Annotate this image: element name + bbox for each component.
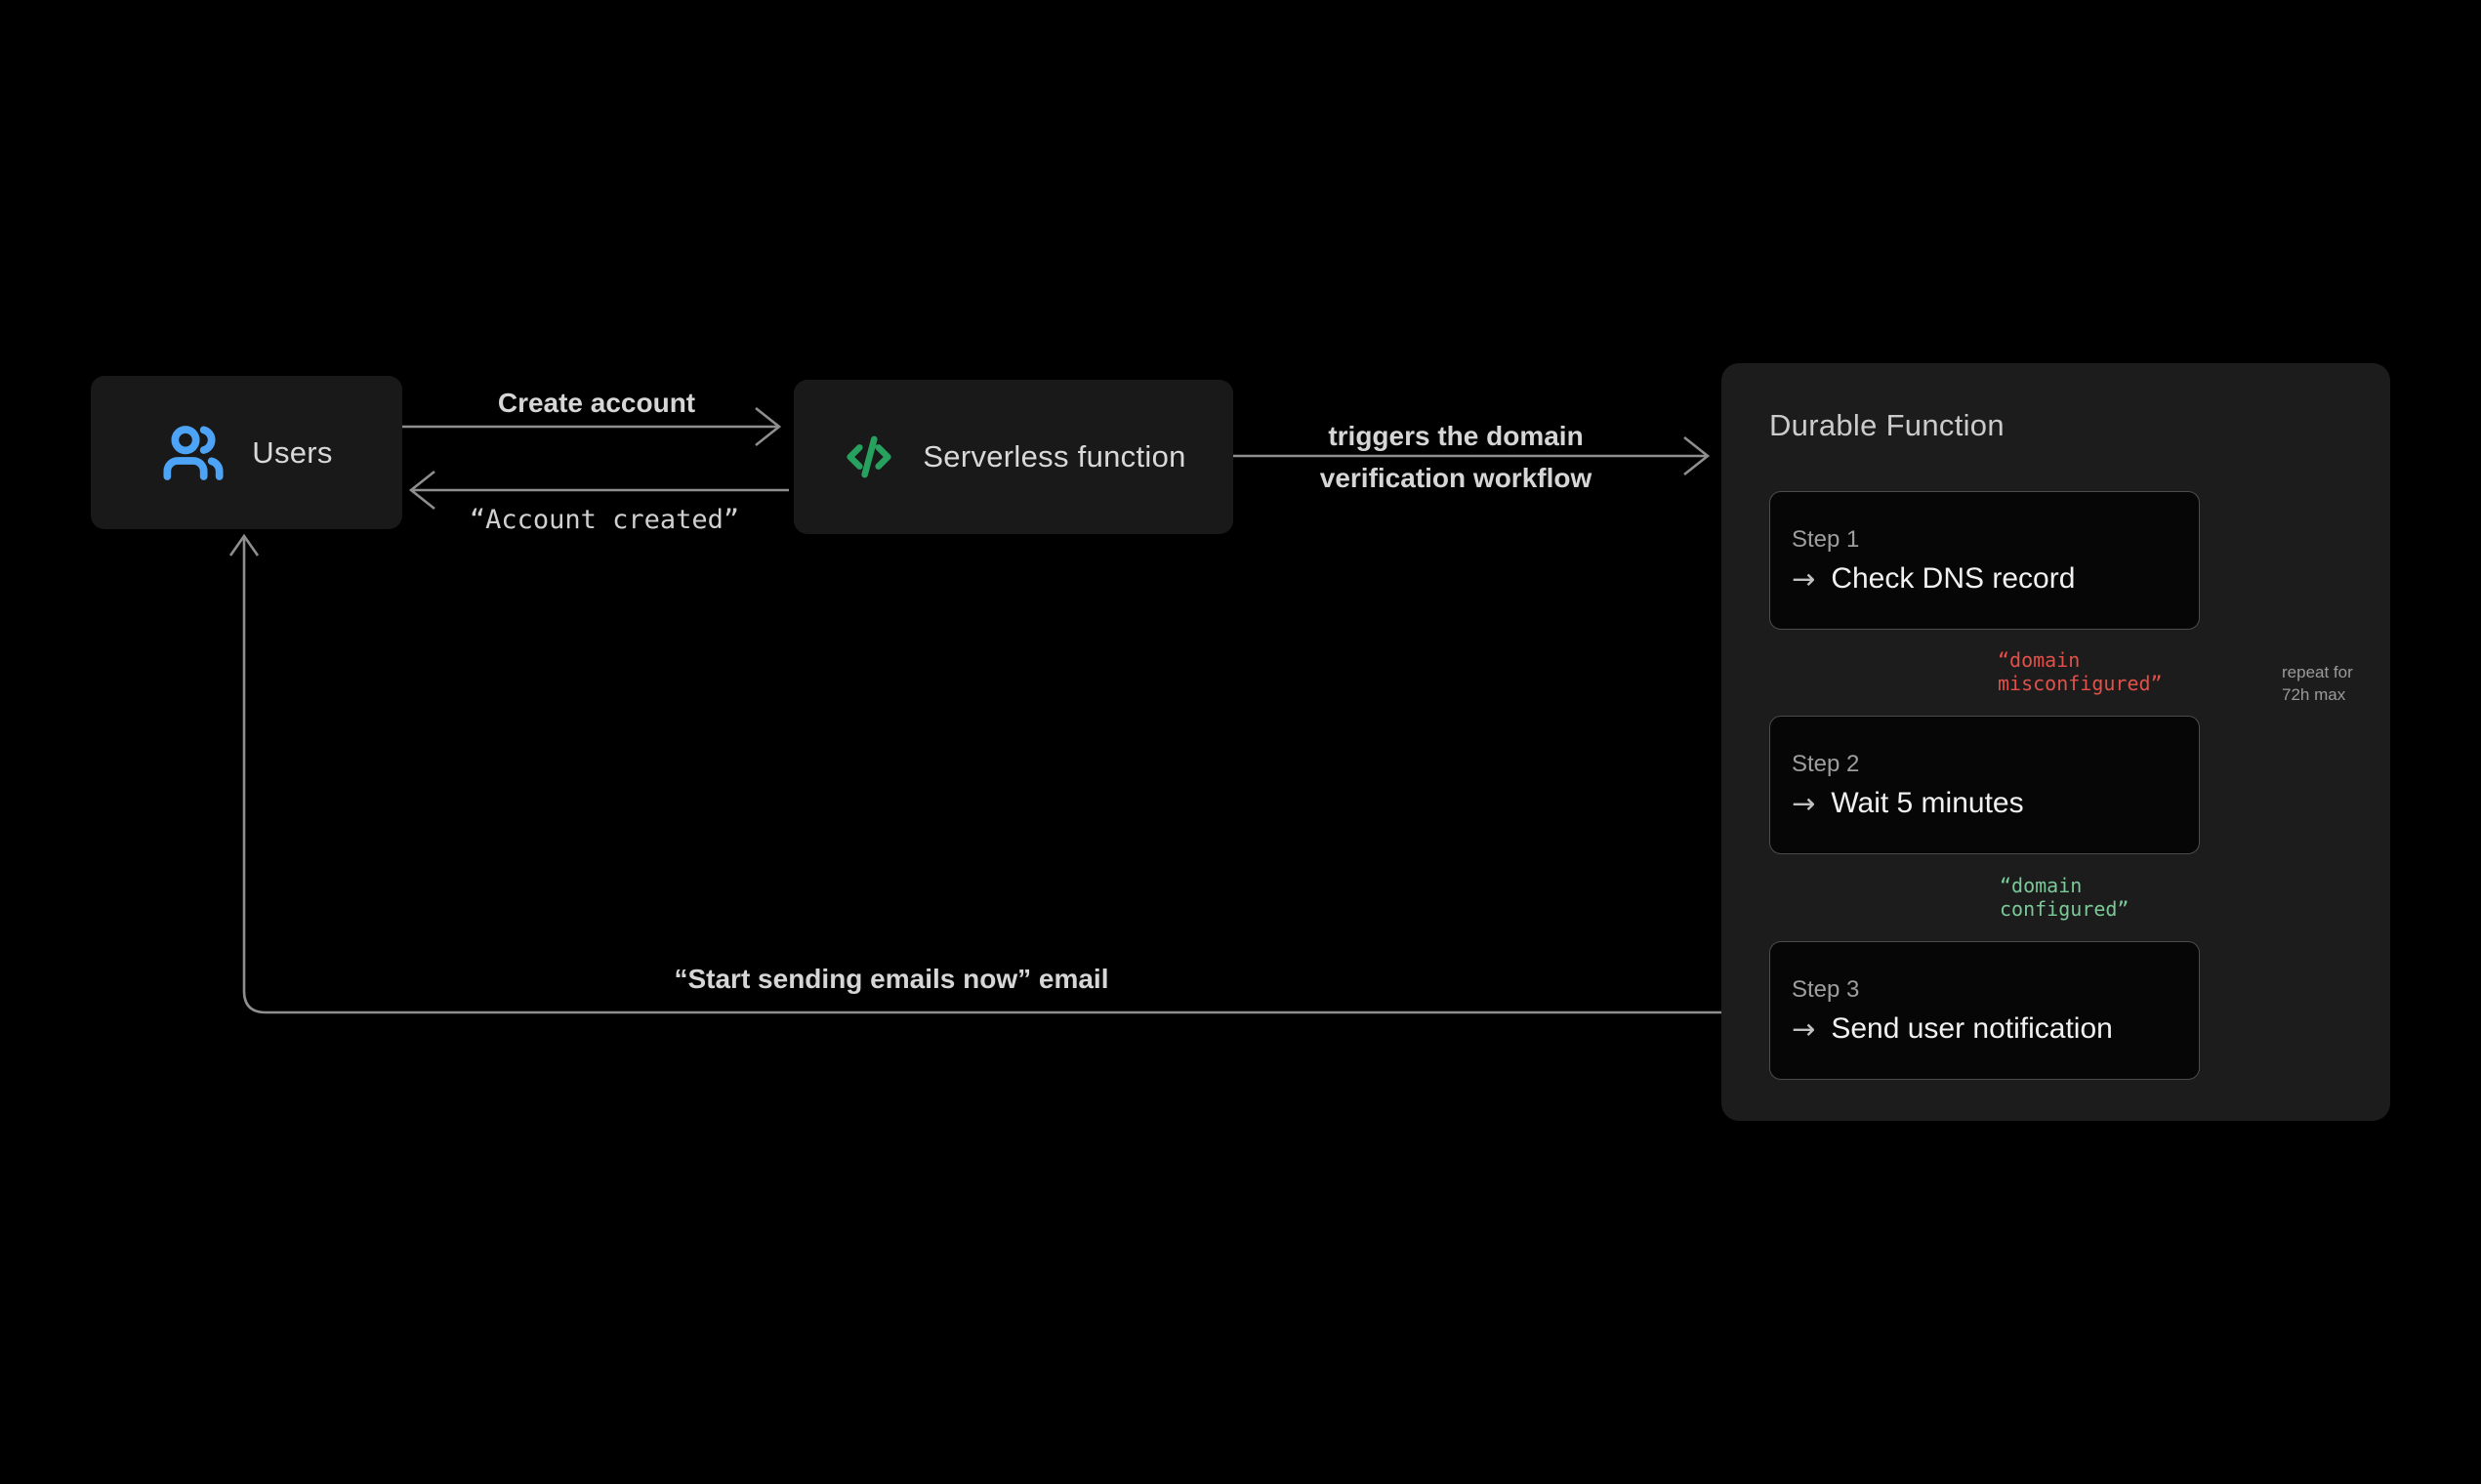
- arrow-right-icon: →: [1792, 1011, 1816, 1046]
- step-2-action: → Wait 5 minutes: [1792, 787, 2199, 820]
- create-account-label: Create account: [497, 388, 696, 418]
- step-3-box: Step 3 → Send user notification: [1769, 941, 2200, 1080]
- users-icon: [163, 425, 224, 480]
- serverless-label: Serverless function: [923, 439, 1186, 474]
- domain-misconfigured-line1: “domain: [1998, 648, 2081, 672]
- domain-misconfigured-label: “domain misconfigured”: [1998, 648, 2163, 695]
- trigger-workflow-label-line2: verification workflow: [1319, 463, 1592, 493]
- users-label: Users: [252, 434, 333, 470]
- account-created-label: “Account created”: [469, 505, 740, 535]
- arrow-right-icon: →: [1792, 786, 1816, 820]
- step-3-action-label: Send user notification: [1831, 1011, 2113, 1045]
- domain-configured-line2: configured”: [2000, 897, 2130, 921]
- durable-function-panel: Durable Function Step 1 → Check DNS reco…: [1721, 363, 2390, 1121]
- repeat-72h-line1: repeat for: [2282, 663, 2353, 681]
- step-1-name: Step 1: [1792, 525, 1860, 553]
- notification-to-users-arrow: [228, 533, 1769, 1014]
- create-account-arrow: [402, 406, 782, 447]
- step-1-action: → Check DNS record: [1792, 562, 2199, 596]
- step-2-action-label: Wait 5 minutes: [1831, 786, 2024, 819]
- repeat-72h-label: repeat for 72h max: [2282, 661, 2353, 706]
- step-3-name: Step 3: [1792, 975, 1860, 1003]
- step-1-action-label: Check DNS record: [1831, 561, 2076, 595]
- step-2-box: Step 2 → Wait 5 minutes: [1769, 716, 2200, 854]
- domain-configured-line1: “domain: [2000, 874, 2083, 897]
- step-2-name: Step 2: [1792, 750, 1860, 777]
- trigger-workflow-arrow: [1233, 435, 1711, 476]
- step-1-box: Step 1 → Check DNS record: [1769, 491, 2200, 630]
- start-sending-emails-label: “Start sending emails now” email: [674, 964, 1109, 994]
- repeat-72h-line2: 72h max: [2282, 685, 2346, 704]
- domain-misconfigured-line2: misconfigured”: [1998, 672, 2163, 695]
- serverless-function-node: Serverless function: [794, 380, 1233, 534]
- durable-function-title: Durable Function: [1769, 408, 2005, 442]
- domain-configured-label: “domain configured”: [2000, 874, 2129, 921]
- users-node: Users: [91, 376, 402, 529]
- account-created-arrow: [408, 470, 789, 511]
- code-icon: [847, 435, 891, 478]
- trigger-workflow-label-line1: triggers the domain: [1328, 421, 1584, 451]
- arrow-right-icon: →: [1792, 561, 1816, 596]
- step-3-action: → Send user notification: [1792, 1012, 2199, 1046]
